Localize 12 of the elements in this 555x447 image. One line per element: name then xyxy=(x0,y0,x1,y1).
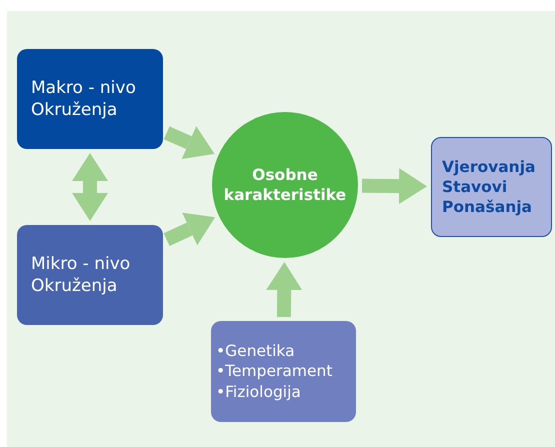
process-box: Mikro - nivo Okruženja xyxy=(17,225,163,325)
outcome-box: Vjerovanja Stavovi Ponašanja xyxy=(431,137,552,237)
list-item: •Genetika xyxy=(216,341,296,362)
block-arrow xyxy=(266,262,302,318)
list-item: •Fiziologija xyxy=(216,382,302,402)
block-arrow xyxy=(362,168,427,204)
block-arrow xyxy=(164,212,216,246)
block-arrow xyxy=(164,126,215,160)
process-box: Makro - nivo Okruženja xyxy=(17,49,163,149)
block-arrow xyxy=(72,153,108,221)
list-item: •Temperament xyxy=(216,361,334,382)
factor-box xyxy=(211,321,356,422)
